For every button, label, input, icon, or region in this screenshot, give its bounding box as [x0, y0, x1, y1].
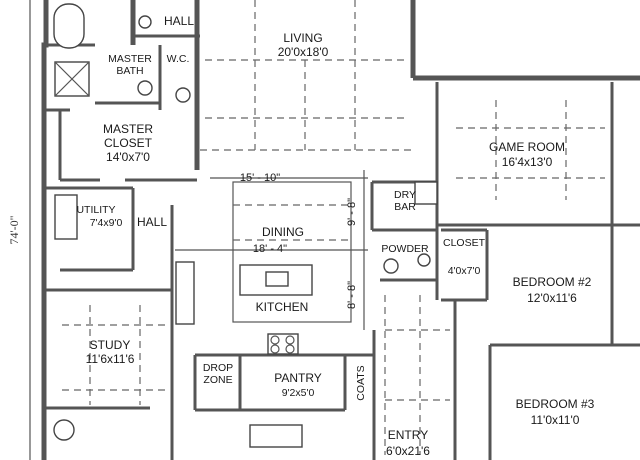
hall-top-label: HALL — [164, 14, 194, 28]
study-label: STUDY — [90, 338, 131, 352]
cooktop — [267, 333, 299, 355]
closet-label: CLOSET — [443, 237, 486, 249]
ceiling-dashes — [62, 0, 605, 455]
game-room-label: GAME ROOM — [489, 140, 565, 154]
kitchen-sink — [265, 271, 289, 287]
room-labels: 74'-0" HALL LIVING 20'0x18'0 MASTER BATH… — [7, 14, 595, 458]
utility-label: UTILITY — [76, 204, 115, 216]
bathtub-icon — [53, 3, 85, 49]
powder-toilet-icon — [417, 253, 431, 267]
living-size: 20'0x18'0 — [278, 45, 329, 59]
entry-size: 6'0x21'6 — [386, 444, 430, 458]
hall-mid-label: HALL — [137, 215, 167, 229]
wc-toilet-icon — [175, 87, 191, 103]
master-bath-label-2: BATH — [116, 65, 143, 77]
utility-size: 7'4x9'0 — [90, 217, 123, 229]
dining-kitchen-outline — [175, 181, 352, 448]
powder-label: POWDER — [381, 243, 429, 255]
dining-label: DINING — [262, 225, 304, 239]
washer-icon — [54, 194, 78, 240]
master-closet-size: 14'0x7'0 — [106, 150, 150, 164]
bedroom-2-size: 12'0x11'6 — [527, 291, 577, 305]
bedroom-2-label: BEDROOM #2 — [513, 275, 592, 289]
living-label: LIVING — [283, 31, 322, 45]
game-room-size: 16'4x13'0 — [502, 155, 553, 169]
dry-bar-label-1: DRY — [394, 189, 416, 201]
kitchen-counter — [175, 261, 195, 325]
master-bath-label-1: MASTER — [108, 53, 152, 65]
dim-8-8: 8' - 8" — [346, 281, 358, 309]
pantry-size: 9'2x5'0 — [282, 387, 315, 399]
tub-icon — [53, 419, 75, 441]
bar-sink-icon — [414, 181, 438, 205]
bedroom-3-size: 11'0x11'0 — [531, 413, 580, 427]
entry-label: ENTRY — [388, 428, 428, 442]
entry-table — [249, 424, 303, 448]
pantry-label: PANTRY — [274, 371, 322, 385]
coats-label: COATS — [355, 365, 367, 400]
master-closet-label-1: MASTER — [103, 122, 153, 136]
dim-15-10: 15' - 10" — [240, 172, 280, 184]
bath-fixtures — [53, 3, 438, 441]
dim-18-4: 18' - 4" — [253, 243, 287, 255]
wc-label: W.C. — [167, 53, 190, 65]
kitchen-label: KITCHEN — [256, 300, 309, 314]
dry-bar-label-2: BAR — [394, 201, 416, 213]
closet-size: 4'0x7'0 — [448, 265, 481, 277]
overall-dimension: 74'-0" — [7, 215, 21, 244]
master-closet-label-2: CLOSET — [104, 136, 153, 150]
drop-zone-label-1: DROP — [203, 362, 233, 374]
sink-icon — [137, 80, 153, 96]
dimension-lines — [29, 0, 368, 460]
powder-sink-icon — [383, 258, 399, 274]
drop-zone-label-2: ZONE — [203, 374, 232, 386]
bedroom-3-label: BEDROOM #3 — [516, 397, 595, 411]
toilet-icon — [138, 15, 152, 29]
dim-9-8: 9' - 8" — [346, 198, 358, 226]
study-size: 11'6x11'6 — [86, 352, 135, 366]
